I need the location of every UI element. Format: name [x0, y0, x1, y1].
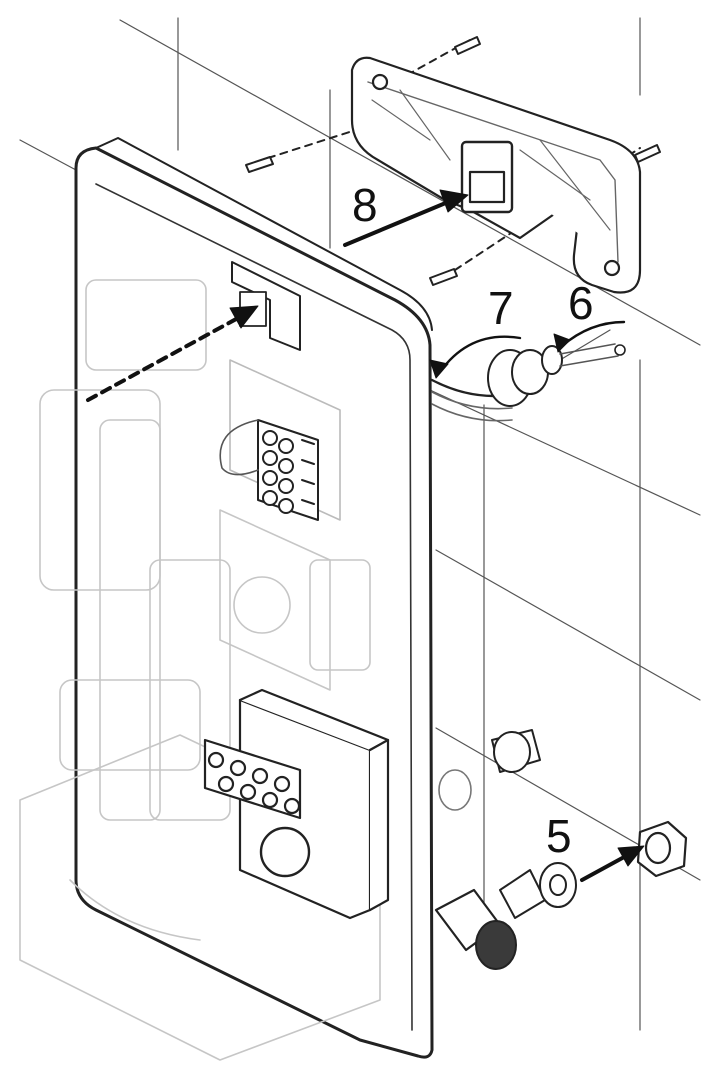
callout-6: 6: [568, 277, 594, 329]
arrow-mount: [86, 316, 240, 402]
arrow-5: [580, 854, 628, 882]
arrow-8: [343, 200, 450, 247]
direction-arrows: [86, 189, 645, 882]
callout-5: 5: [546, 810, 572, 862]
callout-7: 7: [488, 282, 514, 334]
terminal-block-icon: [219, 419, 319, 521]
terminal-box: [203, 688, 390, 920]
washer-icon: [539, 862, 577, 908]
cable-gland-icon: [430, 343, 626, 422]
unit-backplate: [74, 137, 434, 1059]
wall-bracket-icon: [350, 56, 642, 294]
nut-icon: [636, 820, 688, 878]
wall-plug-icon: [245, 36, 661, 286]
callout-8: 8: [352, 179, 378, 231]
compression-fitting-icon: [434, 729, 546, 970]
